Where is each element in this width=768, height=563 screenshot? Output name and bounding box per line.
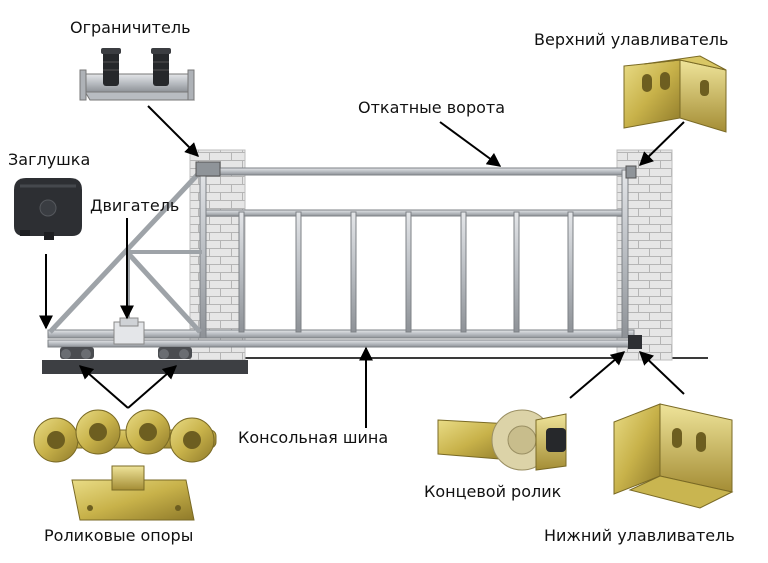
label-plug: Заглушка [8,150,91,169]
roller-supports-illustration [33,409,217,521]
end-roller-illustration [437,409,567,471]
sliding-gate-frame [47,167,637,348]
motor-unit [113,317,145,345]
arrow-end-roller [569,351,626,399]
arrow-sliding-gate [439,121,502,167]
roller-supports-on-base [60,347,192,359]
arrow-limiter [147,105,199,157]
label-roller-supports: Роликовые опоры [44,526,194,545]
end-roller-mount [628,335,642,349]
label-lower-catcher: Нижний улавливатель [544,526,735,545]
label-motor: Двигатель [90,196,180,215]
label-sliding-gate: Откатные ворота [358,98,506,117]
label-end-roller: Концевой ролик [424,482,562,501]
label-limiter: Ограничитель [70,18,191,37]
limiter-mount [195,161,221,177]
arrow-upper-catcher [638,121,685,166]
label-upper-catcher: Верхний улавливатель [534,30,729,49]
lower-catcher-illustration [613,403,734,509]
arrow-lower-catcher [638,351,685,395]
label-console-rail: Консольная шина [238,428,389,447]
limiter-illustration [79,48,195,101]
arrow-roller-right [127,365,178,409]
arrow-roller-left [78,365,129,409]
upper-catcher-illustration [623,55,727,133]
upper-catcher-mount [625,165,637,179]
plug-illustration [14,178,82,240]
foundation-base [42,360,248,374]
callout-arrows [39,105,685,428]
